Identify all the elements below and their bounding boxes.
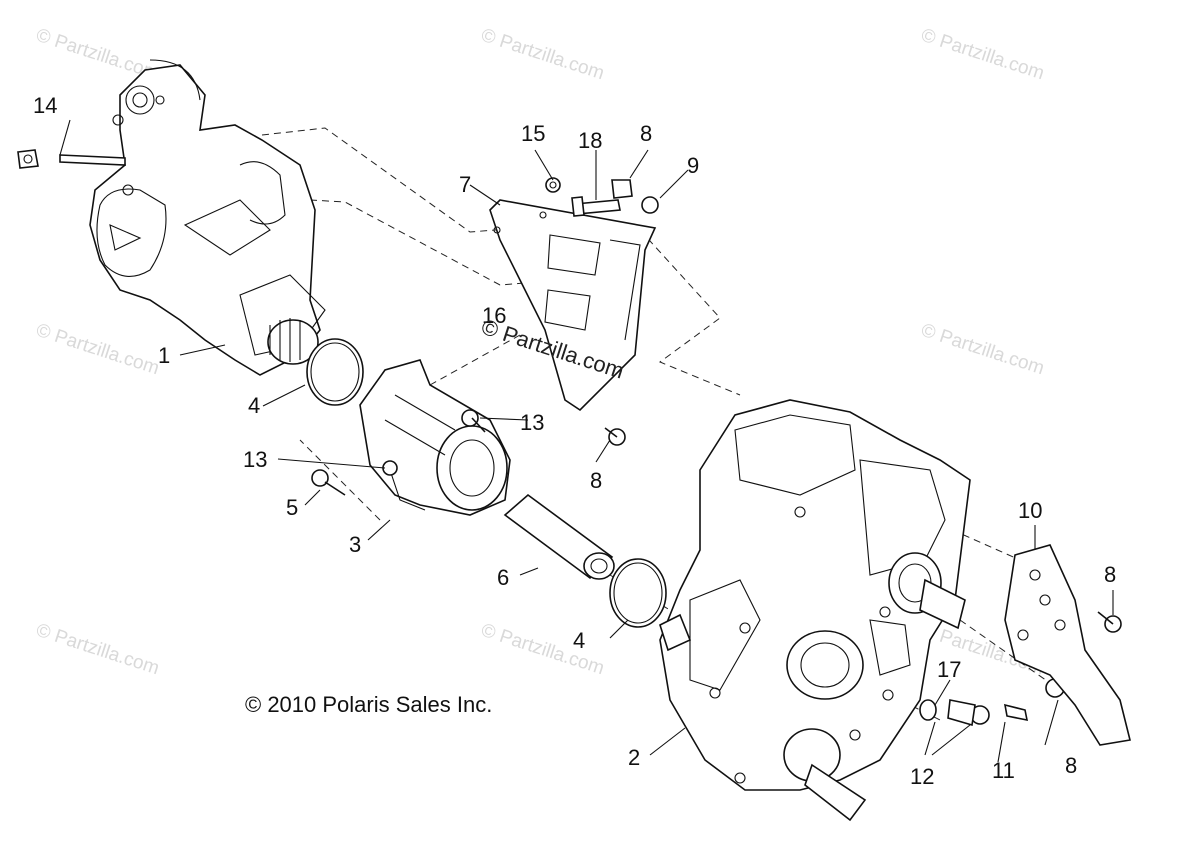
watermark: © Partzilla.com [478,25,606,85]
rear-mount-bracket [1004,544,1131,746]
callout-label: 6 [497,565,509,590]
callout-label: 8 [1065,753,1077,778]
callout-label: 11 [992,758,1015,783]
callout-label: 4 [248,393,260,418]
o-ring [609,558,667,628]
washer [641,196,659,214]
watermark: © Partzilla.com [33,620,161,680]
nut [545,177,561,193]
callout-label: 8 [590,468,602,493]
callout-label: 8 [1104,562,1116,587]
callout-label: 15 [521,121,545,146]
mounting-bracket [489,199,657,412]
callout-label: 5 [286,495,298,520]
bolt [461,409,479,427]
screw [1003,703,1029,722]
callout-label: 18 [578,128,602,153]
front-gearcase [17,59,326,376]
callout-label: 16 [482,303,506,328]
callout-labels: 14 1 4 13 5 3 15 18 8 9 7 16 13 8 6 4 2 … [33,93,1116,789]
copyright-notice: © 2010 Polaris Sales Inc. [245,692,492,717]
o-ring [306,338,364,406]
callout-label: 1 [158,343,170,368]
fasteners [311,177,1122,727]
callout-label: 10 [1018,498,1042,523]
watermark: © Partzilla.com [918,25,1046,85]
callout-label: 4 [573,628,585,653]
callout-label: 2 [628,745,640,770]
leader-lines [59,119,1114,763]
callout-label: 3 [349,532,361,557]
bolt [382,460,398,476]
coupling-sleeve [503,493,615,580]
propshaft-housing [359,359,511,516]
bolt [311,469,329,487]
callout-label: 12 [910,764,934,789]
callout-label: 13 [520,410,544,435]
callout-label: 17 [937,657,961,682]
callout-label: 8 [640,121,652,146]
main-transmission [659,399,971,822]
callout-label: 14 [33,93,57,118]
watermark: © Partzilla.com [33,320,161,380]
callout-label: 13 [243,447,267,472]
o-ring-small [919,699,937,721]
watermark: © Partzilla.com [478,620,606,680]
callout-label: 9 [687,153,699,178]
watermark: © Partzilla.com [918,320,1046,380]
bolt [611,179,633,199]
callout-label: 7 [459,172,471,197]
